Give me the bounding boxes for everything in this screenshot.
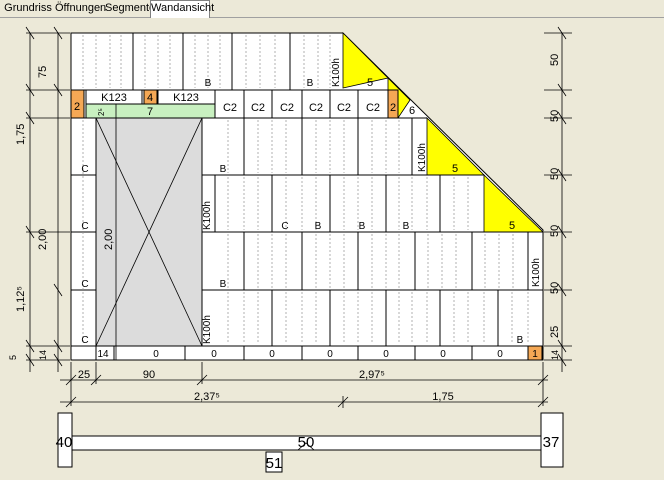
tab-bar: Grundriss Öffnungen Segmente Wandansicht <box>0 0 664 18</box>
block-label: 6 <box>409 105 415 117</box>
block-label: 5 <box>452 163 458 175</box>
block-label: 0 <box>440 349 446 360</box>
block-label: B <box>517 335 524 346</box>
tab-wandansicht[interactable]: Wandansicht <box>150 0 214 18</box>
block-label: C2 <box>337 102 351 114</box>
block-label: 0 <box>327 349 333 360</box>
block-label: K100h <box>417 143 428 172</box>
block-label: 0 <box>153 349 159 360</box>
bottom-course <box>70 345 544 361</box>
yellow-block <box>342 32 389 89</box>
dimension-label: 90 <box>143 369 155 381</box>
plan-marker-icon <box>296 442 316 451</box>
plan-cross-wall[interactable] <box>265 451 283 473</box>
block-label: 14 <box>97 349 109 360</box>
block-label: C <box>81 164 88 175</box>
dimension-label: 2⁵ <box>97 108 106 116</box>
block-label: B <box>220 164 227 175</box>
block-label: B <box>359 221 366 232</box>
block-label: 2 <box>390 102 396 114</box>
block-label: B <box>307 78 314 89</box>
block-label: K100h <box>531 258 542 287</box>
block-label: 2 <box>74 101 80 113</box>
block-label: 0 <box>211 349 217 360</box>
block-label: C <box>81 279 88 290</box>
dimension-label: 5 <box>8 355 18 360</box>
green-lintel <box>85 103 216 119</box>
dimension-label: 14 <box>38 350 48 360</box>
dimension-label: 14 <box>550 350 560 360</box>
block-label: C2 <box>251 102 265 114</box>
tab-segmente[interactable]: Segmente <box>105 2 156 14</box>
dashed-joints <box>82 35 529 344</box>
block-label: K100h <box>202 315 213 344</box>
orange-block <box>527 345 543 361</box>
orange-block <box>70 89 85 119</box>
block-label: 1 <box>532 349 538 360</box>
bottom-dimension-lines <box>60 362 549 408</box>
block-label: 7 <box>147 106 153 118</box>
dimension-label: 75 <box>37 66 49 78</box>
block-label: 5 <box>509 220 515 232</box>
dimension-label: 50 <box>549 54 561 66</box>
dimension-label: 1,75 <box>432 391 453 403</box>
block-label: K123 <box>101 92 127 104</box>
dimension-label: 25 <box>78 369 90 381</box>
block-label: 4 <box>147 92 153 104</box>
block-label: 0 <box>383 349 389 360</box>
block-label: C <box>81 221 88 232</box>
block-label: K100h <box>331 58 342 87</box>
block-label: K123 <box>173 92 199 104</box>
plan-label-left: 40 <box>56 434 73 451</box>
plan-label-below: 51 <box>266 455 283 472</box>
tab-grundriss[interactable]: Grundriss <box>4 2 52 14</box>
block-label: B <box>220 279 227 290</box>
orange-block <box>387 89 399 119</box>
tab-oeffnungen[interactable]: Öffnungen <box>55 2 107 14</box>
block-label: C2 <box>280 102 294 114</box>
opening-cross <box>95 117 203 347</box>
dimension-label: 1,75 <box>15 124 27 145</box>
block-label: B <box>315 221 322 232</box>
dimension-label: 2,00 <box>103 229 115 250</box>
dimension-label: 50 <box>549 282 561 294</box>
right-dimension-lines <box>544 26 572 372</box>
plan-label-mid: 50 <box>298 434 315 451</box>
dimension-label: 50 <box>549 225 561 237</box>
block-label: C2 <box>309 102 323 114</box>
block-label: K100h <box>202 201 213 230</box>
left-dimension-lines <box>25 26 70 372</box>
dimension-label: 2,97⁵ <box>359 369 385 381</box>
dimension-label: 2,00 <box>37 229 49 250</box>
dimension-label: 1,12⁵ <box>15 286 27 312</box>
bottom-joints <box>95 346 529 360</box>
dimension-label: 50 <box>549 110 561 122</box>
block-label: C <box>81 335 88 346</box>
block-label: C <box>281 221 288 232</box>
block-label: B <box>205 78 212 89</box>
block-label: 0 <box>497 349 503 360</box>
dimension-label: 50 <box>549 168 561 180</box>
block-label: B <box>403 221 410 232</box>
block-label: C2 <box>223 102 237 114</box>
dimension-label: 2,37⁵ <box>194 391 220 403</box>
block-label: 0 <box>269 349 275 360</box>
wall-view-drawing: 2 K123 4 K123 7 C2 C2 C2 C2 C2 C2 2 5 6 … <box>8 26 572 473</box>
plan-label-right: 37 <box>543 434 560 451</box>
dimension-label: 25 <box>549 326 561 338</box>
block-label: C2 <box>366 102 380 114</box>
block-label: 5 <box>367 77 373 89</box>
